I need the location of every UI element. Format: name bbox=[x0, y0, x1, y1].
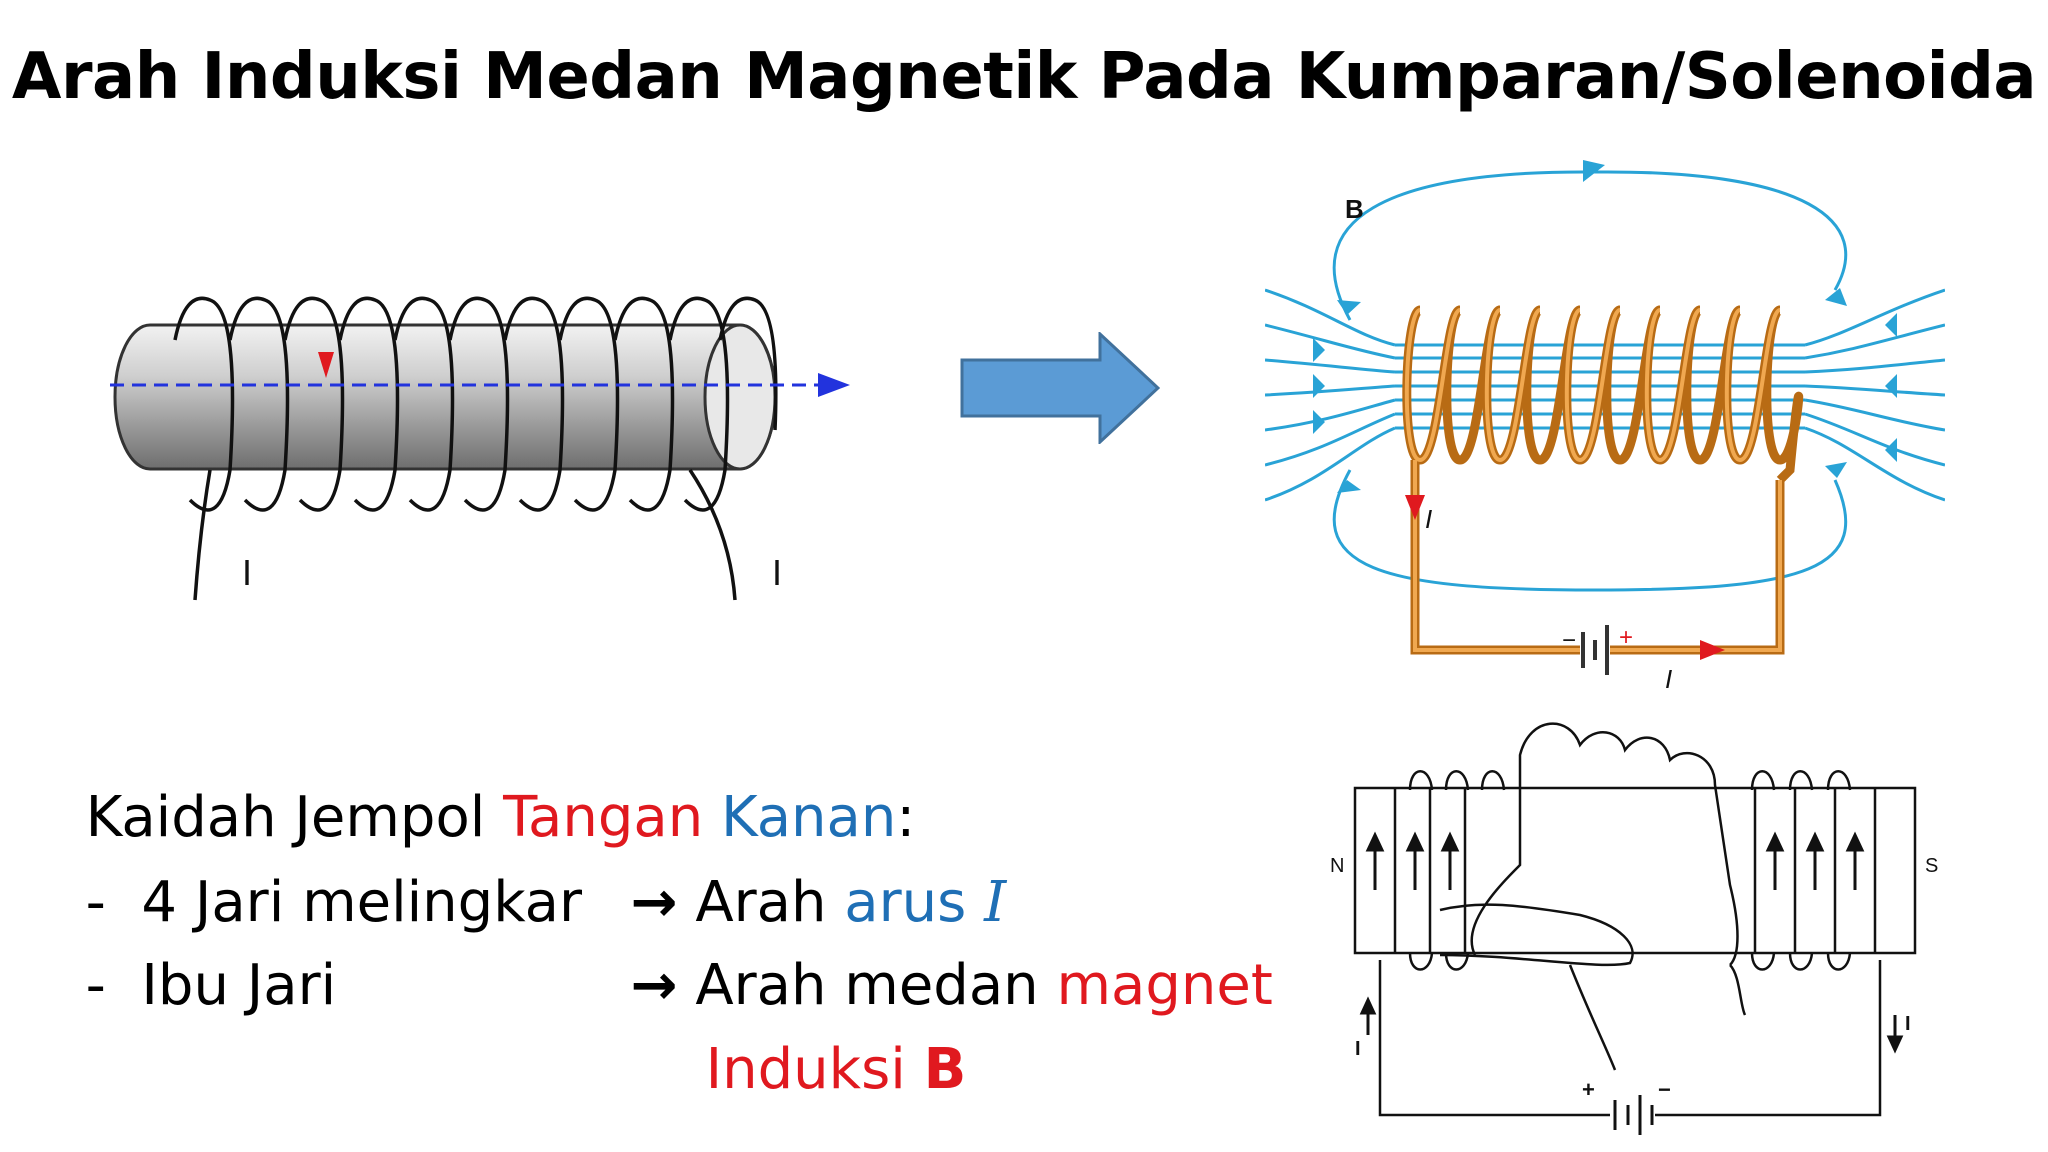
solenoid-cylinder-figure: I I bbox=[110, 296, 850, 601]
battery-minus-label: − bbox=[1562, 627, 1576, 654]
rule-heading-kanan: Kanan bbox=[703, 785, 897, 850]
rule-item-fingers-result: → Arah arus I bbox=[595, 805, 1007, 935]
transition-arrow bbox=[960, 332, 1160, 444]
rule-item-induction: Induksi B bbox=[670, 972, 967, 1102]
rule-heading-tangan: Tangan bbox=[503, 785, 704, 850]
rule-item-thumb: - Ibu Jari bbox=[50, 888, 337, 1018]
item2-label: - Ibu Jari bbox=[85, 953, 337, 1018]
rule-heading-colon: : bbox=[896, 785, 916, 850]
item1-label: - 4 Jari melingkar bbox=[85, 870, 583, 935]
item3-text: Induksi bbox=[705, 1037, 924, 1102]
item2-highlight: magnet bbox=[1056, 953, 1273, 1018]
hand-current-left: I bbox=[1355, 1038, 1361, 1060]
item1-text: Arah bbox=[695, 870, 845, 935]
hand-current-right: I bbox=[1905, 1013, 1911, 1035]
right-hand-rule-figure: N S I I + − bbox=[1330, 722, 1938, 1135]
rule-item-thumb-result: → Arah medan magnet bbox=[595, 888, 1273, 1018]
hand-battery-minus: − bbox=[1658, 1077, 1671, 1102]
slide-title: Arah Induksi Medan Magnetik Pada Kumpara… bbox=[11, 40, 2037, 114]
circuit-current-label: I bbox=[1665, 664, 1672, 694]
battery-plus-label: + bbox=[1619, 624, 1633, 651]
south-pole-label: S bbox=[1925, 855, 1938, 877]
item3-symbol: B bbox=[923, 1037, 967, 1102]
rule-heading-text: Kaidah Jempol bbox=[85, 785, 504, 850]
item2-text: Arah medan bbox=[695, 953, 1057, 1018]
solenoid-field-figure: B I I − + bbox=[1265, 160, 1945, 694]
item1-arrow-icon: → bbox=[630, 870, 678, 935]
current-label-left: I bbox=[242, 552, 252, 593]
item2-arrow-icon: → bbox=[630, 953, 678, 1018]
field-label-b: B bbox=[1345, 194, 1364, 224]
item1-symbol: I bbox=[984, 870, 1007, 935]
item1-highlight: arus bbox=[844, 870, 967, 935]
rule-item-fingers: - 4 Jari melingkar bbox=[50, 805, 582, 935]
north-pole-label: N bbox=[1330, 855, 1344, 877]
hand-battery-plus: + bbox=[1582, 1077, 1595, 1102]
current-label-right: I bbox=[772, 552, 782, 593]
rule-heading: Kaidah Jempol Tangan Kanan: bbox=[50, 720, 916, 850]
coil-current-label: I bbox=[1425, 504, 1432, 534]
